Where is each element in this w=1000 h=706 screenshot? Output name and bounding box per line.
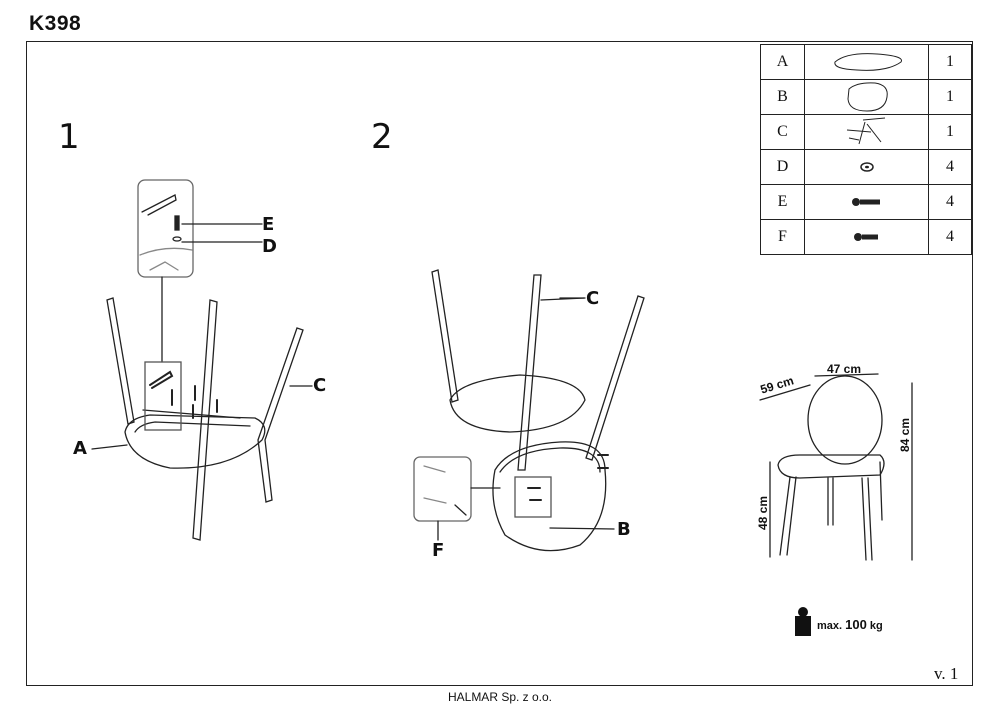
max-load-prefix: max. xyxy=(817,620,843,632)
callout-a: A xyxy=(73,438,87,459)
step-2-number: 2 xyxy=(371,117,393,157)
part-letter: C xyxy=(760,114,805,150)
part-qty: 4 xyxy=(928,149,972,185)
part-letter: F xyxy=(760,219,805,255)
parts-row: C 1 xyxy=(760,114,972,150)
callout-d: D xyxy=(262,236,277,257)
long-bolt-icon xyxy=(804,184,929,220)
max-load-value: 100 xyxy=(845,617,867,632)
parts-row: A 1 xyxy=(760,44,972,80)
parts-row: D 4 xyxy=(760,149,972,185)
part-letter: B xyxy=(760,79,805,115)
dimension-height: 84 cm xyxy=(898,417,912,452)
dimension-width: 47 cm xyxy=(827,362,862,376)
callout-b: B xyxy=(617,519,631,540)
version-label: v. 1 xyxy=(934,664,959,683)
callout-c-step1: C xyxy=(313,375,327,396)
step-1-drawing xyxy=(91,179,313,541)
short-bolt-icon xyxy=(804,219,929,255)
part-qty: 1 xyxy=(928,114,972,150)
callout-c-step2: C xyxy=(586,288,600,309)
parts-row: E 4 xyxy=(760,184,972,220)
part-letter: E xyxy=(760,184,805,220)
part-qty: 1 xyxy=(928,44,972,80)
backrest-icon xyxy=(804,79,929,115)
callout-e: E xyxy=(262,214,275,235)
parts-row: F 4 xyxy=(760,219,972,255)
model-code: K398 xyxy=(29,12,82,35)
instruction-frame xyxy=(26,41,973,686)
dimension-seat-height: 48 cm xyxy=(756,495,770,530)
seat-shell-icon xyxy=(804,44,929,80)
max-load-unit: kg xyxy=(869,620,883,632)
part-qty: 1 xyxy=(928,79,972,115)
part-qty: 4 xyxy=(928,184,972,220)
weight-icon xyxy=(795,607,811,636)
step-1-number: 1 xyxy=(58,117,80,157)
part-qty: 4 xyxy=(928,219,972,255)
part-letter: D xyxy=(760,149,805,185)
step-2-drawing xyxy=(413,269,645,552)
parts-table: A 1 B 1 C 1 D 4 E 4 F xyxy=(760,44,972,255)
leg-frame-icon xyxy=(804,114,929,150)
max-load-label: max. 100 kg xyxy=(817,617,883,632)
dimension-chair-drawing xyxy=(759,373,913,561)
callout-f: F xyxy=(432,540,445,561)
washer-icon xyxy=(804,149,929,185)
parts-row: B 1 xyxy=(760,79,972,115)
company-footer: HALMAR Sp. z o.o. xyxy=(447,690,553,704)
part-letter: A xyxy=(760,44,805,80)
